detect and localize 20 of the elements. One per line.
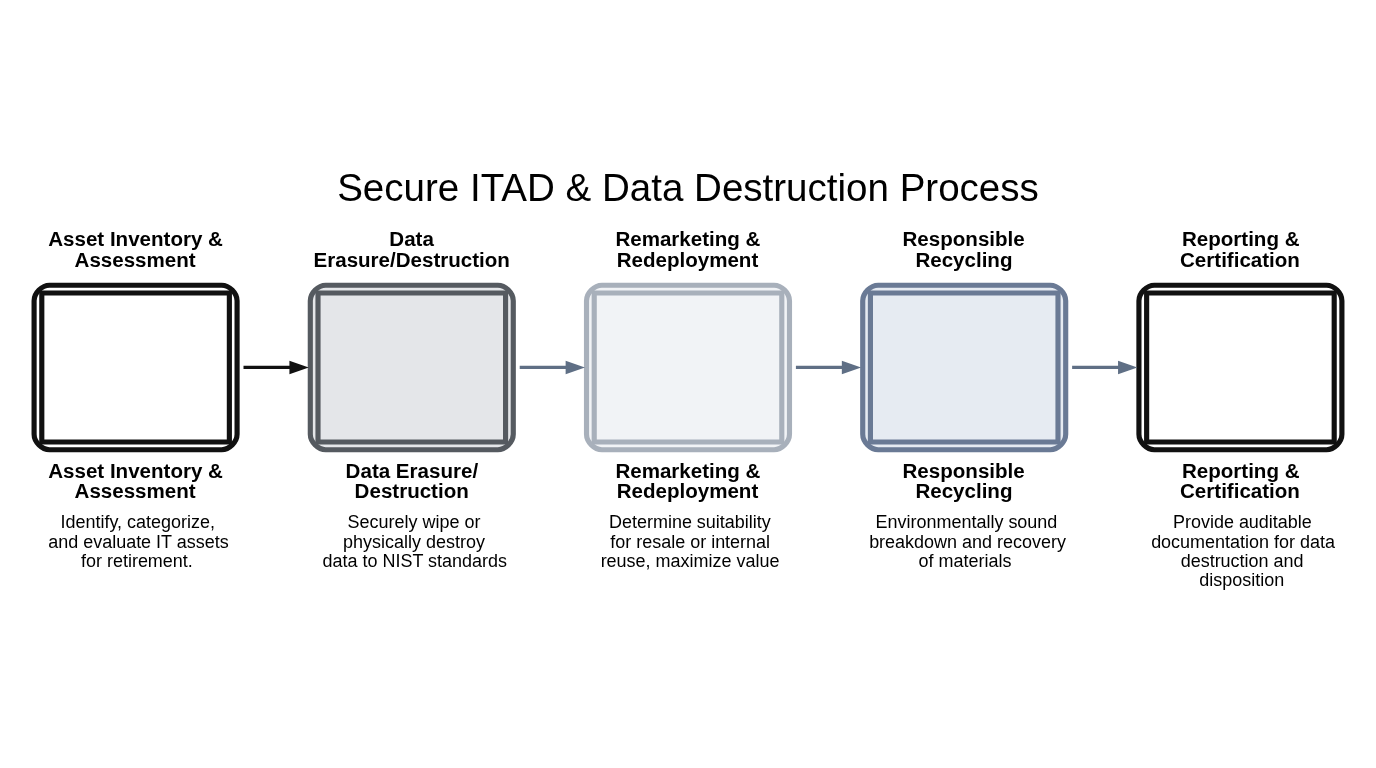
node-label: Remarketing & Redeployment	[615, 458, 761, 502]
arrow	[1072, 360, 1138, 374]
arrow	[243, 360, 309, 374]
node-label: Data Erasure/ Destruction	[345, 458, 479, 502]
node-label: Securely wipe or physically destroy data to NIST standards	[322, 511, 507, 571]
node-label: Reporting & Certification	[1180, 458, 1300, 502]
node-label: Asset Inventory & Assessment	[48, 226, 223, 271]
node-label: Responsible Recycling	[902, 226, 1025, 271]
node-label: Provide auditable documentation for data destruction and disposition	[1151, 511, 1335, 590]
node-label: Asset Inventory & Assessment	[48, 458, 223, 502]
node-label: Environmentally sound breakdown and recovery of materials	[869, 511, 1066, 571]
arrow	[519, 360, 585, 374]
node-label: Responsible Recycling	[902, 458, 1025, 502]
node-label: Determine suitability for resale or internal reuse, maximize value	[600, 511, 780, 571]
node-label: Identify, categorize, and evaluate IT assets for retirement.	[48, 511, 229, 571]
node-label: Data Erasure/Destruction	[313, 226, 510, 271]
arrow	[795, 360, 862, 374]
node-label: Remarketing & Redeployment	[615, 226, 761, 271]
diagram-title: Secure ITAD & Data Destruction Process	[337, 165, 1039, 209]
node-label: Reporting & Certification	[1180, 226, 1300, 271]
